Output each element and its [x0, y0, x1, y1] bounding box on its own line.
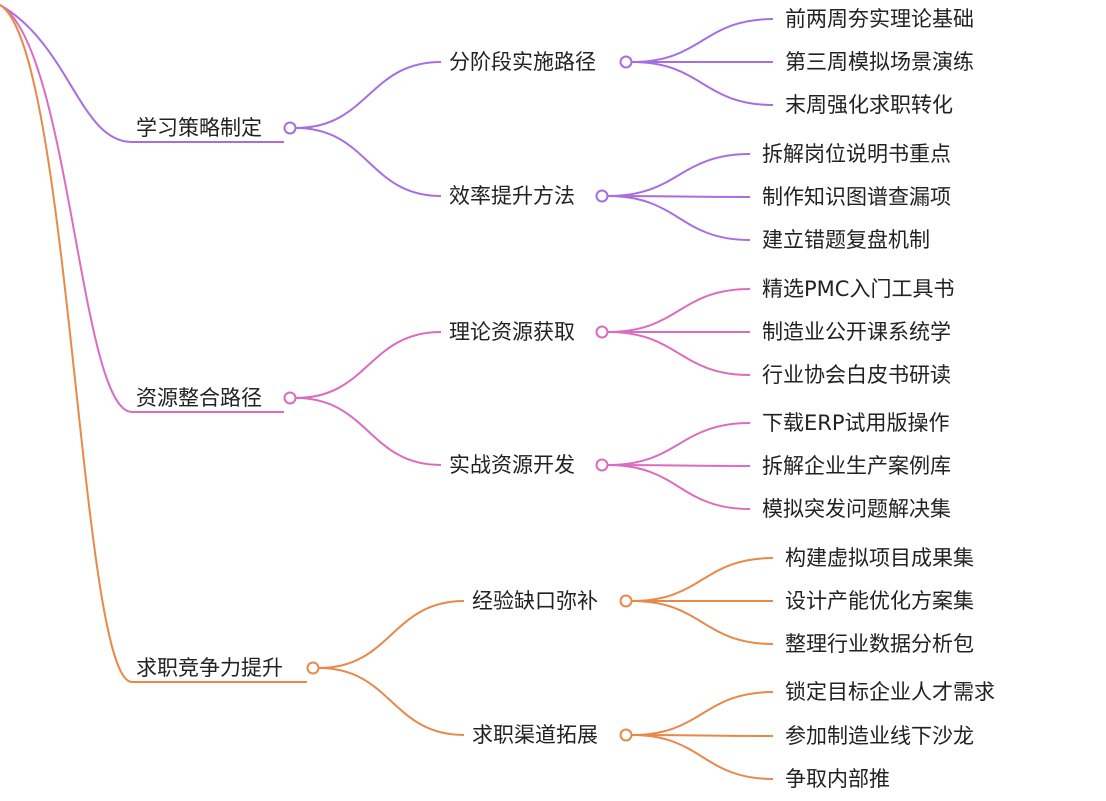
leaf-label: 设计产能优化方案集 — [785, 589, 974, 613]
leaf-edge — [631, 734, 774, 780]
subbranch-node-dot[interactable] — [619, 594, 633, 608]
branch-label: 求职竞争力提升 — [136, 656, 283, 680]
subbranch-label: 经验缺口弥补 — [472, 589, 598, 613]
subbranch-label: 效率提升方法 — [449, 184, 575, 208]
leaf-edge — [607, 464, 751, 510]
mindmap-edges — [0, 4, 774, 780]
subbranch-node-dot[interactable] — [619, 55, 633, 69]
branch-node-dot[interactable] — [283, 391, 297, 405]
branch-edge — [295, 397, 442, 466]
branch-node-dot[interactable] — [283, 121, 297, 135]
leaf-label: 精选PMC入门工具书 — [762, 277, 954, 301]
leaf-label: 争取内部推 — [785, 767, 890, 791]
leaf-edge — [607, 422, 751, 466]
root-edge — [0, 4, 133, 683]
leaf-edge — [607, 153, 751, 197]
leaf-label: 模拟突发问题解决集 — [762, 497, 951, 521]
branch-label: 资源整合路径 — [136, 386, 262, 410]
root-edge — [0, 4, 133, 143]
subbranch-node-dot[interactable] — [619, 728, 633, 742]
leaf-label: 下载ERP试用版操作 — [762, 411, 950, 435]
leaf-edge — [631, 734, 774, 737]
branch-edge — [295, 331, 442, 399]
subbranch-label: 求职渠道拓展 — [472, 723, 598, 747]
branch-edge — [318, 600, 465, 669]
branch-edge — [295, 127, 442, 197]
subbranch-label: 实战资源开发 — [449, 453, 575, 477]
subbranch-node-dot[interactable] — [595, 458, 609, 472]
branch-edge — [295, 61, 442, 129]
leaf-edge — [631, 61, 774, 106]
leaf-edge — [607, 331, 751, 376]
leaf-label: 末周强化求职转化 — [785, 93, 953, 117]
leaf-edge — [607, 288, 751, 333]
subbranch-label: 分阶段实施路径 — [449, 50, 596, 74]
leaf-label: 行业协会白皮书研读 — [762, 363, 951, 387]
branch-edge — [318, 667, 465, 736]
leaf-edge — [631, 557, 774, 602]
branch-node-dot[interactable] — [306, 661, 320, 675]
leaf-label: 构建虚拟项目成果集 — [785, 546, 974, 570]
leaf-label: 前两周夯实理论基础 — [785, 7, 974, 31]
leaf-label: 拆解企业生产案例库 — [762, 454, 951, 478]
leaf-label: 建立错题复盘机制 — [762, 228, 930, 252]
leaf-edge — [631, 18, 774, 63]
leaf-label: 整理行业数据分析包 — [785, 632, 974, 656]
leaf-edge — [631, 600, 774, 645]
subbranch-node-dot[interactable] — [595, 325, 609, 339]
branch-label: 学习策略制定 — [136, 116, 262, 140]
subbranch-label: 理论资源获取 — [449, 320, 575, 344]
mindmap-nodes: 学习策略制定 分阶段实施路径 前两周夯实理论基础第三周模拟场景演练末周强化求职转化效… — [136, 7, 995, 791]
leaf-edge — [607, 195, 751, 198]
leaf-edge — [607, 464, 751, 467]
leaf-edge — [631, 691, 774, 736]
subbranch-node-dot[interactable] — [595, 189, 609, 203]
root-edge — [0, 4, 133, 413]
leaf-label: 制作知识图谱查漏项 — [762, 185, 951, 209]
leaf-label: 拆解岗位说明书重点 — [762, 142, 951, 166]
leaf-edge — [607, 195, 751, 241]
leaf-label: 锁定目标企业人才需求 — [785, 680, 995, 704]
leaf-label: 第三周模拟场景演练 — [785, 50, 974, 74]
leaf-label: 制造业公开课系统学 — [762, 320, 951, 344]
leaf-label: 参加制造业线下沙龙 — [785, 724, 974, 748]
